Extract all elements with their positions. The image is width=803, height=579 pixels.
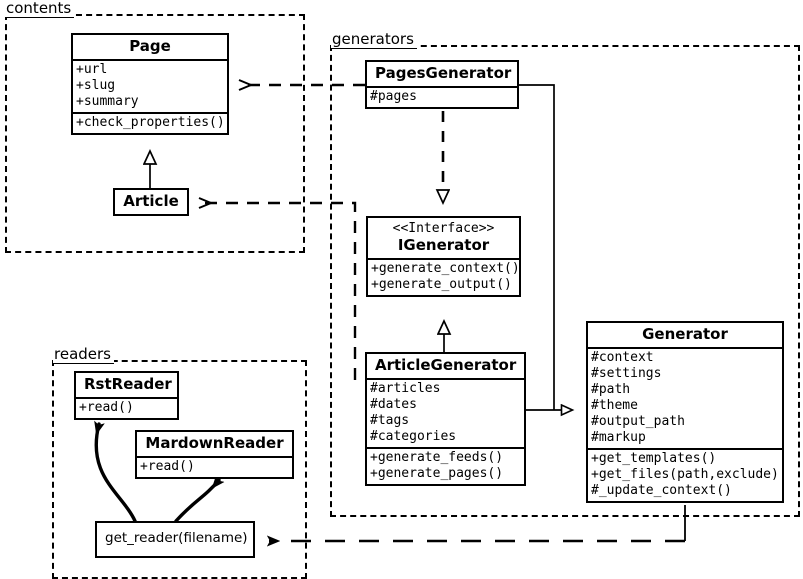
class-igenerator-methods: +generate_context() +generate_output() xyxy=(368,258,520,295)
method-row: +check_properties() xyxy=(76,115,225,130)
attribute-row: #categories xyxy=(370,429,457,444)
method-row: +read() xyxy=(79,400,134,415)
method-row: #_update_context() xyxy=(591,483,732,498)
attribute-row: #tags xyxy=(370,413,410,428)
method-row: +get_files(path,exclude) xyxy=(591,467,779,482)
class-page[interactable]: Page +url +slug +summary +check_properti… xyxy=(71,33,229,135)
package-label-contents: contents xyxy=(5,0,75,18)
method-row: +read() xyxy=(140,459,195,474)
class-article[interactable]: Article xyxy=(113,188,189,216)
class-page-methods: +check_properties() xyxy=(73,112,227,133)
class-article-name: Article xyxy=(123,192,179,210)
attribute-row: +summary xyxy=(76,94,139,109)
class-pages-generator[interactable]: PagesGenerator #pages xyxy=(365,60,519,109)
attribute-row: #pages xyxy=(370,89,417,104)
class-rst-reader-name: RstReader xyxy=(84,375,172,393)
edge-articlegenerator-depends-article xyxy=(198,197,357,380)
attribute-row: +url xyxy=(76,62,108,77)
attribute-row: #path xyxy=(591,382,631,397)
class-igenerator[interactable]: <<Interface>> IGenerator +generate_conte… xyxy=(366,216,521,297)
class-generator-methods: +get_templates() +get_files(path,exclude… xyxy=(588,448,782,501)
method-row: +generate_pages() xyxy=(370,466,504,481)
package-label-generators: generators xyxy=(331,31,417,49)
class-article-generator[interactable]: ArticleGenerator #articles #dates #tags … xyxy=(365,352,526,486)
method-row: +generate_feeds() xyxy=(370,450,504,465)
function-get-reader[interactable]: get_reader(filename) xyxy=(95,521,255,558)
class-pages-generator-name: PagesGenerator xyxy=(375,64,512,82)
class-article-generator-name: ArticleGenerator xyxy=(375,356,517,374)
attribute-row: #settings xyxy=(591,366,662,381)
class-article-generator-attributes: #articles #dates #tags #categories xyxy=(367,378,524,447)
attribute-row: #context xyxy=(591,350,654,365)
class-rst-reader-methods: +read() xyxy=(76,397,177,418)
class-generator-attributes: #context #settings #path #theme #output_… xyxy=(588,347,782,448)
class-mardown-reader-name: MardownReader xyxy=(145,434,284,452)
attribute-row: #output_path xyxy=(591,414,685,429)
class-mardown-reader-methods: +read() xyxy=(137,456,292,477)
attribute-row: #articles xyxy=(370,381,441,396)
class-pages-generator-attributes: #pages xyxy=(367,86,517,107)
attribute-row: #theme xyxy=(591,398,638,413)
class-page-attributes: +url +slug +summary xyxy=(73,59,227,112)
method-row: +generate_output() xyxy=(371,277,512,292)
package-readers xyxy=(52,360,307,579)
class-generator-name: Generator xyxy=(642,325,728,343)
attribute-row: #dates xyxy=(370,397,417,412)
class-igenerator-stereotype: <<Interface>> xyxy=(392,221,495,236)
edge-get-reader-returns-rstreader xyxy=(96,424,137,523)
package-label-readers: readers xyxy=(53,346,114,364)
class-rst-reader[interactable]: RstReader +read() xyxy=(74,371,179,420)
class-generator[interactable]: Generator #context #settings #path #them… xyxy=(586,321,784,503)
edge-generator-depends-get-reader xyxy=(269,505,686,541)
edge-get-reader-returns-mardownreader xyxy=(174,480,219,523)
package-contents xyxy=(5,14,305,253)
attribute-row: +slug xyxy=(76,78,116,93)
class-mardown-reader[interactable]: MardownReader +read() xyxy=(135,430,294,479)
edge-generators-generalize-generator xyxy=(519,84,572,410)
package-generators xyxy=(330,45,800,517)
class-igenerator-header: <<Interface>> IGenerator xyxy=(368,218,519,258)
class-article-generator-methods: +generate_feeds() +generate_pages() xyxy=(367,447,524,484)
function-get-reader-label: get_reader(filename) xyxy=(105,530,248,546)
class-igenerator-name: IGenerator xyxy=(397,236,490,254)
method-row: +generate_context() xyxy=(371,261,520,276)
attribute-row: #markup xyxy=(591,430,646,445)
class-page-name: Page xyxy=(129,37,171,55)
method-row: +get_templates() xyxy=(591,451,717,466)
